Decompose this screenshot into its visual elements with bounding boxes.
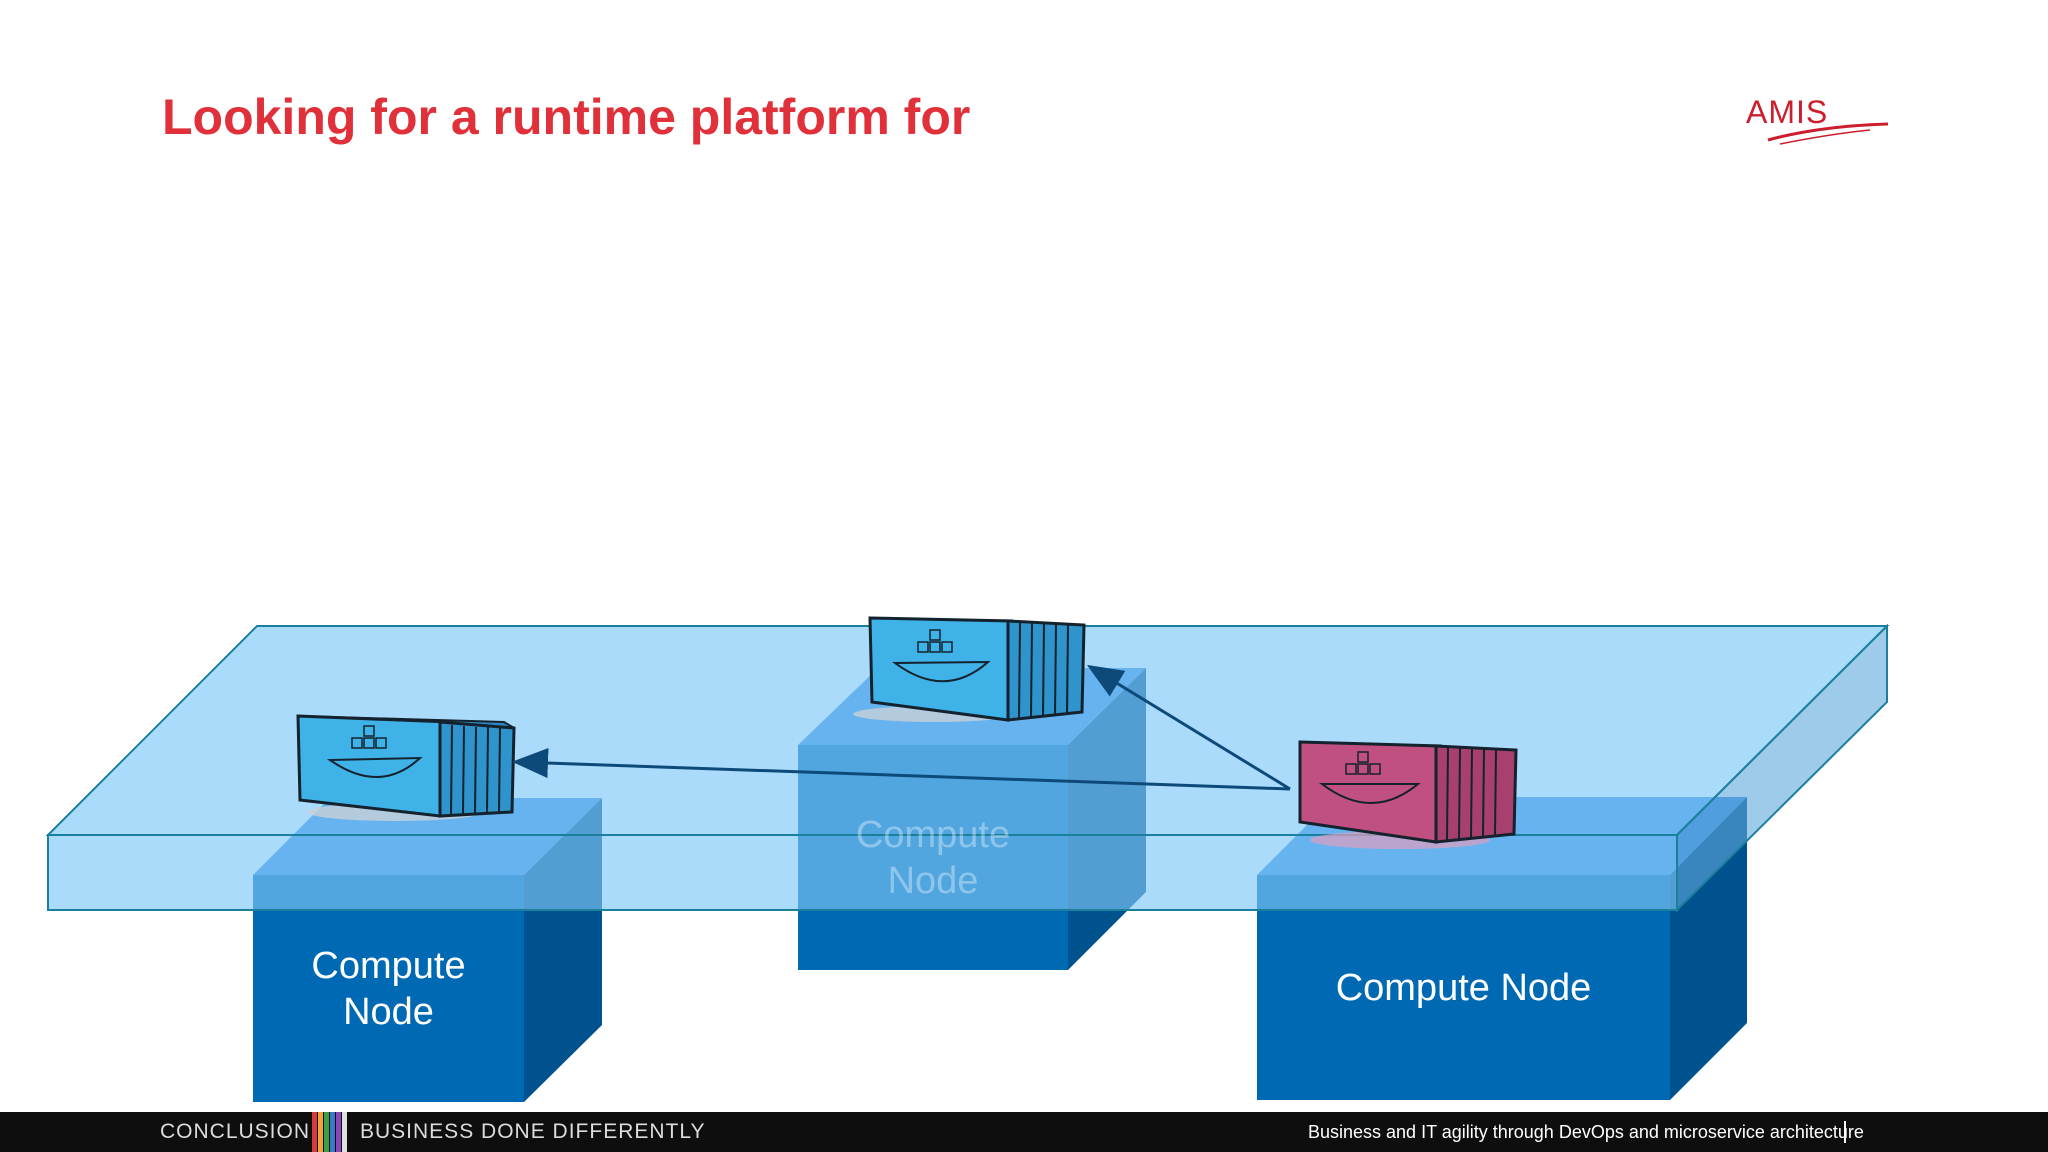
stripe [324,1112,329,1152]
amis-logo: AMIS [1740,88,1890,148]
compute-node-center-label: Compute Node [855,814,1011,902]
stripe [330,1112,335,1152]
footer-section-label: CONCLUSION [160,1120,311,1143]
footer-bar: CONCLUSION BUSINESS DONE DIFFERENTLY Bus… [0,1112,2048,1152]
compute-node-left-label: Compute Node [311,945,466,1033]
footer-color-stripes [312,1112,352,1152]
container-center [853,616,1086,722]
compute-node-right-label: Compute Node [1335,967,1592,1009]
arrow-to-center-container [1086,664,1291,791]
slide-title: Looking for a runtime platform for [162,89,971,145]
container-right [1298,740,1518,849]
footer-divider [1844,1121,1846,1143]
footer-subtitle: Business and IT agility through DevOps a… [1308,1122,1864,1142]
footer-slogan: BUSINESS DONE DIFFERENTLY [360,1120,706,1143]
logo-text: AMIS [1746,94,1829,130]
cluster-diagram [45,616,1890,1102]
stripe [342,1112,347,1152]
stripe [312,1112,317,1152]
stripe [318,1112,323,1152]
stripe [336,1112,341,1152]
logo-swoosh-icon [1767,122,1889,145]
arrow-to-left-container [512,748,1291,791]
container-left [296,714,516,821]
